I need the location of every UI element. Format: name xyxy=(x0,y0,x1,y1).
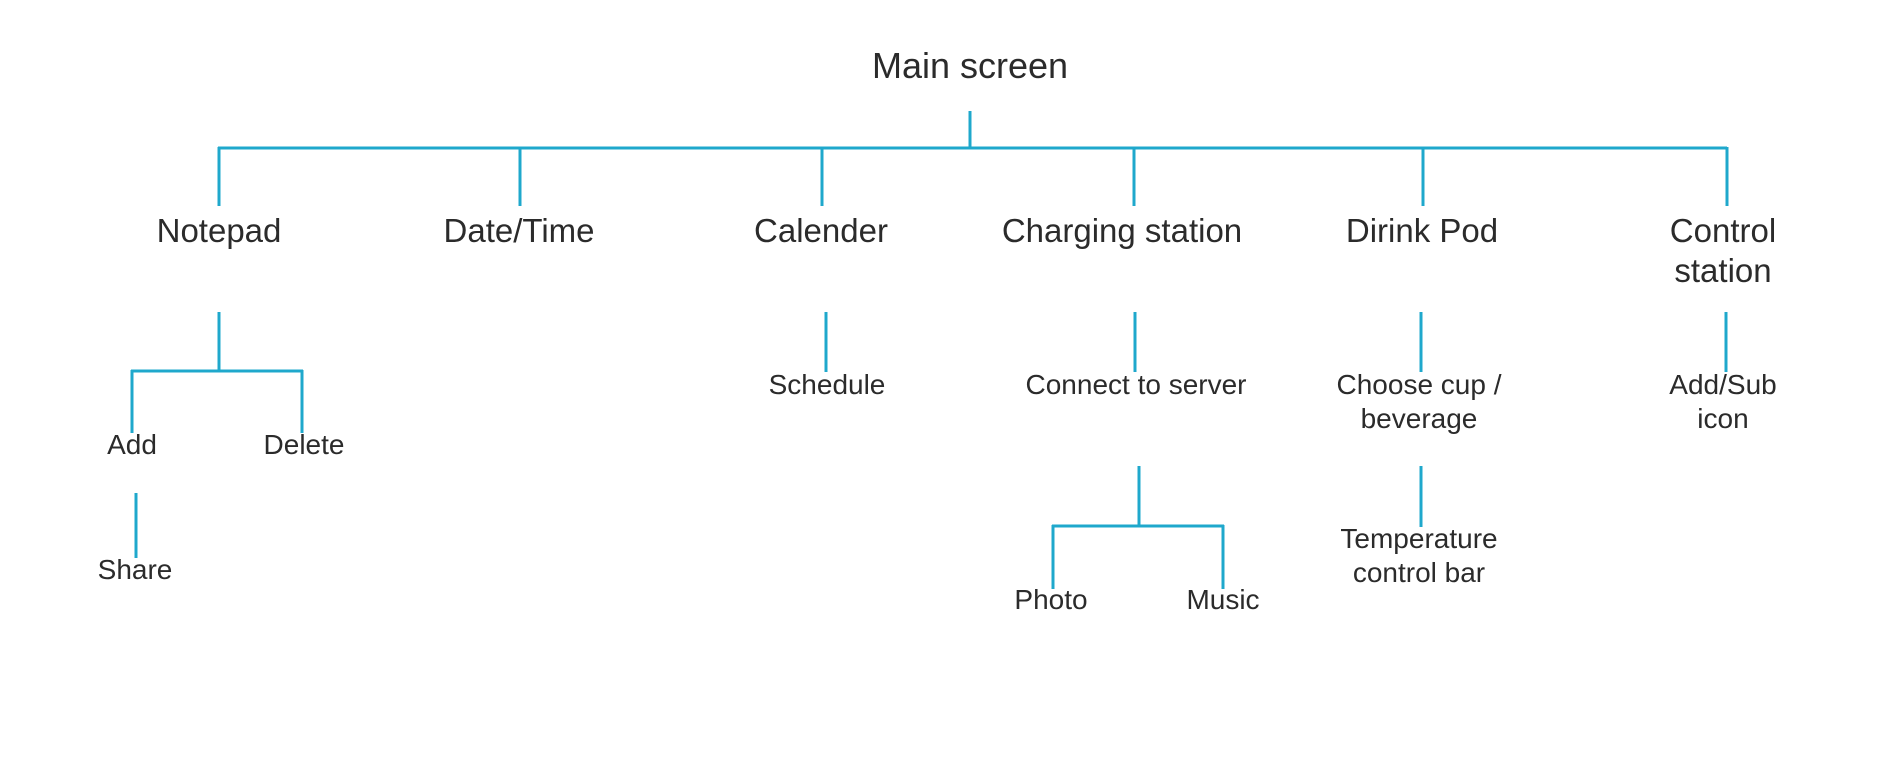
node-main-screen: Main screen xyxy=(872,44,1068,87)
node-label: Photo xyxy=(1014,584,1088,615)
node-label-line: Add/Sub xyxy=(1669,369,1777,400)
node-label: Delete xyxy=(263,429,345,460)
node-label: Schedule xyxy=(768,369,886,400)
node-calender: Calender xyxy=(754,211,888,251)
node-label: Add xyxy=(107,429,157,460)
node-label-line: icon xyxy=(1697,402,1749,434)
node-label-line: Control xyxy=(1669,212,1777,249)
node-add: Add xyxy=(107,428,157,462)
node-label: Main screen xyxy=(871,45,1069,86)
node-charging-station: Charging station xyxy=(1002,211,1242,251)
node-delete: Delete xyxy=(264,428,345,462)
node-choose-cup-beverage: Choose cup / beverage xyxy=(1337,368,1502,435)
node-drink-pod: Dirink Pod xyxy=(1346,211,1498,251)
node-label: Music xyxy=(1186,584,1260,615)
node-label: Share xyxy=(97,554,173,585)
node-photo: Photo xyxy=(1014,583,1087,617)
node-label: Charging station xyxy=(1001,212,1243,249)
node-label: Dirink Pod xyxy=(1345,212,1499,249)
node-label-line: beverage xyxy=(1360,402,1478,434)
node-label-line: Choose cup / xyxy=(1336,369,1502,400)
node-label-line: Temperature xyxy=(1340,523,1498,554)
node-share: Share xyxy=(98,553,173,587)
node-label: Calender xyxy=(754,212,888,249)
node-schedule: Schedule xyxy=(769,368,886,402)
node-label-line: control bar xyxy=(1352,556,1486,588)
node-add-sub-icon: Add/Sub icon xyxy=(1669,368,1776,435)
node-temperature-control-bar: Temperature control bar xyxy=(1340,522,1497,589)
node-connect-to-server: Connect to server xyxy=(1026,368,1247,402)
node-control-station: Control station xyxy=(1670,211,1776,290)
node-label: Connect to server xyxy=(1025,369,1247,400)
node-label: Notepad xyxy=(156,212,282,249)
node-notepad: Notepad xyxy=(157,211,282,251)
node-label-line: station xyxy=(1674,251,1772,289)
node-label: Date/Time xyxy=(443,212,595,249)
node-music: Music xyxy=(1186,583,1259,617)
node-date-time: Date/Time xyxy=(444,211,595,251)
